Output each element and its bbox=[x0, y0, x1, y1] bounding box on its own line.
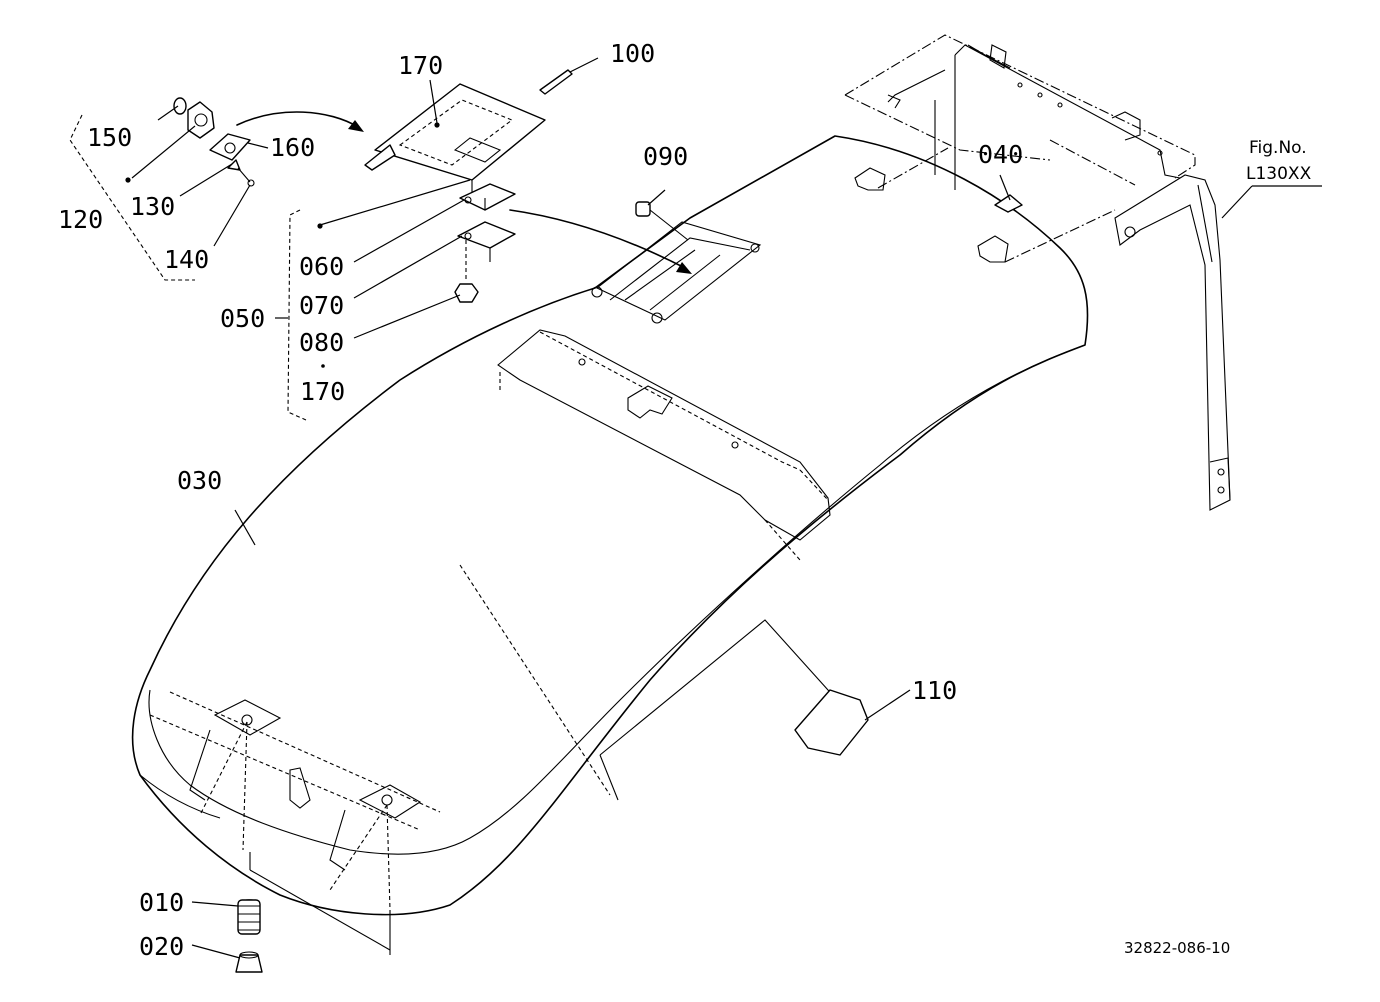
arrow-head-1 bbox=[348, 120, 364, 132]
group-bracket-050 bbox=[287, 209, 307, 421]
rops-frame bbox=[844, 34, 1231, 511]
label-060: 060 bbox=[299, 252, 344, 281]
spring-010 bbox=[237, 899, 261, 935]
drawing-code: 32822-086-10 bbox=[1124, 939, 1230, 957]
pin-040 bbox=[994, 194, 1023, 213]
label-170-top: 170 bbox=[398, 51, 443, 80]
label-090: 090 bbox=[643, 142, 688, 171]
bolt-090 bbox=[635, 201, 689, 241]
pin-100 bbox=[539, 57, 599, 95]
rubber-pad-110 bbox=[794, 689, 869, 756]
dot-170 bbox=[434, 122, 440, 128]
label-140: 140 bbox=[164, 245, 209, 274]
arrow-hinge-to-fender bbox=[509, 209, 686, 269]
arrow-lock-to-cover bbox=[236, 111, 359, 128]
figure-ref-line2: L130XX bbox=[1246, 164, 1312, 184]
label-130: 130 bbox=[130, 192, 175, 221]
hinge-060 bbox=[459, 183, 516, 211]
label-020: 020 bbox=[139, 932, 184, 961]
figure-ref-line1: Fig.No. bbox=[1249, 138, 1307, 158]
cap-020 bbox=[235, 951, 263, 973]
fender-body bbox=[131, 135, 1089, 955]
cover-plate-170 bbox=[364, 83, 546, 192]
leader-lines bbox=[131, 79, 1322, 959]
label-040: 040 bbox=[978, 140, 1023, 169]
label-150: 150 bbox=[87, 123, 132, 152]
label-170-group: 170 bbox=[300, 377, 345, 406]
label-010: 010 bbox=[139, 888, 184, 917]
label-160: 160 bbox=[270, 133, 315, 162]
label-050: 050 bbox=[220, 304, 265, 333]
arrow-head-2 bbox=[676, 262, 692, 274]
dot-050-170 bbox=[321, 364, 325, 368]
fender-top-plate bbox=[591, 221, 762, 324]
group-dot-120 bbox=[125, 177, 131, 183]
group-dot-050 bbox=[317, 223, 323, 229]
lock-assembly-120 bbox=[173, 97, 255, 187]
label-110: 110 bbox=[912, 676, 957, 705]
plate-070 bbox=[457, 221, 516, 262]
label-080: 080 bbox=[299, 328, 344, 357]
label-070: 070 bbox=[299, 291, 344, 320]
group-bracket-120 bbox=[69, 114, 195, 281]
label-030: 030 bbox=[177, 466, 222, 495]
label-120: 120 bbox=[58, 205, 103, 234]
fender-mount-pads bbox=[854, 147, 1116, 263]
bolt-080 bbox=[454, 240, 479, 303]
label-100: 100 bbox=[610, 39, 655, 68]
